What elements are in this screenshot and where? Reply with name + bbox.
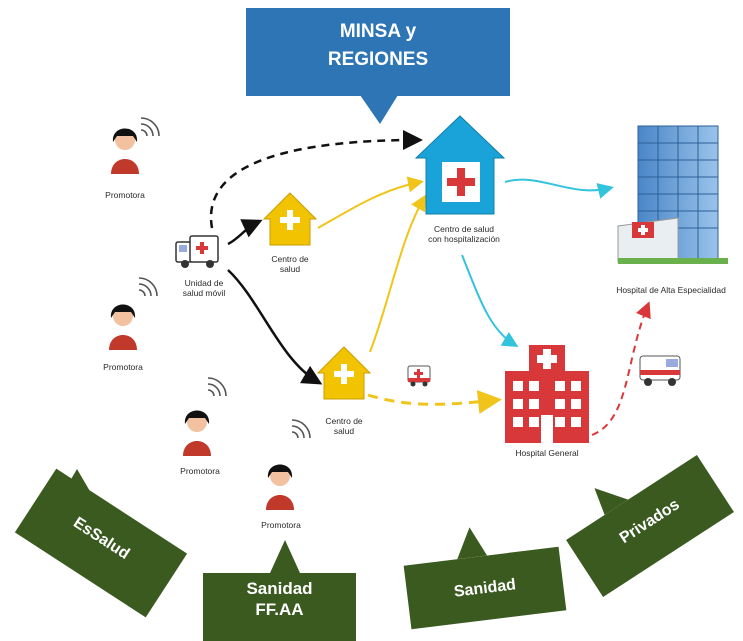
promotora-icon: [109, 304, 137, 350]
sanidad-ffaa-label: Sanidad FF.AA: [246, 579, 313, 619]
promotora-icon: [266, 464, 294, 510]
wireless-icon: [207, 377, 227, 397]
building-icon: [617, 125, 728, 264]
hospital-icon: [505, 345, 589, 443]
arrow-general-to-alta: [591, 301, 651, 436]
arrow-hosp-to-alta: [504, 178, 614, 199]
callout-privados: [566, 455, 734, 597]
unidad-movil-label: Unidad de salud móvil: [182, 278, 226, 298]
arrow-unidad-to-centro-hosp: [209, 130, 423, 229]
arrow-unidad-to-centro-bottom: [227, 269, 323, 385]
hospital-alta-label: Hospital de Alta Especialidad: [616, 285, 726, 295]
wireless-icon: [291, 419, 311, 439]
wireless-icon: [138, 277, 158, 297]
house-icon: [414, 115, 506, 215]
header-line-1: MINSA y: [339, 21, 417, 42]
header-line-2: REGIONES: [327, 49, 429, 70]
connectors: [209, 130, 651, 436]
callout-essalud: [14, 468, 188, 618]
arrow-unidad-to-centro-top: [227, 219, 263, 246]
centro-hosp-label: Centro de salud con hospitalización: [428, 224, 500, 244]
header-title: MINSA y REGIONES: [246, 18, 510, 74]
centro-salud-top-label: Centro de salud: [271, 254, 309, 274]
promotora-label: Promotora: [105, 190, 145, 200]
arrow-centro-bottom-to-hosp: [369, 194, 426, 353]
hospital-general-label: Hospital General: [515, 448, 579, 458]
arrow-hosp-to-general: [461, 254, 519, 348]
promotora-label: Promotora: [103, 362, 143, 372]
header-callout: [246, 8, 510, 124]
promotora-icon: [111, 128, 139, 174]
arrow-centro-top-to-hosp: [317, 176, 424, 229]
promotora-label: Promotora: [261, 520, 301, 530]
centro-salud-bottom-label: Centro de salud: [325, 416, 363, 436]
arrow-centro-bottom-to-general: [367, 390, 502, 414]
callout-sanidad: [403, 527, 567, 630]
promotora-label: Promotora: [180, 466, 220, 476]
callout-sanidad-ffaa: [203, 540, 356, 641]
ambulance-icon: [407, 365, 431, 387]
house-icon: [316, 346, 372, 400]
ambulance-icon: [175, 235, 219, 268]
promotora-icon: [183, 410, 211, 456]
wireless-icon: [140, 117, 160, 137]
ambulance-icon: [639, 355, 681, 386]
house-icon: [262, 192, 318, 246]
